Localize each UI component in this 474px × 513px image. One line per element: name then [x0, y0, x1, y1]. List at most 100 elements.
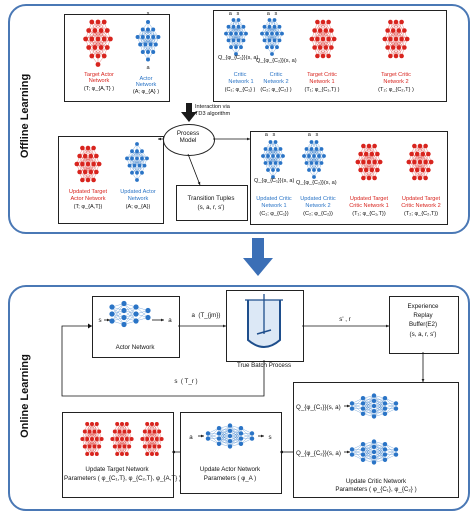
updated-critic2-network-node — [309, 147, 314, 151]
updated-critic1-network-edge — [267, 162, 281, 171]
updated-target-actor-network-node — [94, 169, 99, 175]
updated-target-critic2-network-edge — [411, 145, 426, 155]
update-target-network-3-node — [150, 422, 154, 426]
online-actor-network-edge — [111, 310, 125, 322]
update-actor-right-arrow-head — [261, 434, 264, 438]
updated-target-critic2-network-node — [420, 167, 426, 173]
online-critic2-network-node — [360, 442, 366, 447]
updated-target-actor-network-node — [91, 161, 96, 167]
updated-target-critic1-network-node — [366, 175, 372, 181]
updated-critic2-network-node — [309, 161, 314, 165]
online-critic1-network-edge — [351, 398, 364, 409]
update-target-network-3-node — [159, 437, 164, 441]
updated-actor-network-node — [140, 149, 144, 154]
update-target-network-2-edge — [119, 438, 132, 447]
actor-network-input-s: s — [98, 317, 102, 324]
online-actor-network-edge — [111, 303, 125, 322]
online-critic2-network-node — [360, 452, 366, 457]
updated-target-critic1-network-node — [369, 167, 375, 173]
update-actor-network-node — [227, 433, 233, 439]
target-critic2-network-node — [382, 36, 388, 42]
updated-target-critic1-network-node — [369, 151, 375, 157]
critic2-network-node — [270, 52, 274, 56]
update-target-network-3-node — [157, 444, 162, 449]
target-actor-network-node — [95, 53, 101, 59]
updated-critic2-network-node — [319, 147, 324, 151]
update-target-network-1-node — [82, 444, 87, 449]
update-target-network-1-node — [90, 437, 94, 441]
critic2-network-edge — [266, 40, 280, 48]
updated-target-critic2-network-edge — [414, 153, 429, 163]
updated-critic2-network-node — [304, 147, 309, 151]
update-actor-network-edge — [218, 430, 231, 444]
target-critic2-network-node — [399, 19, 404, 25]
target-actor-network-node — [89, 53, 95, 59]
updated-target-critic1-network-node — [372, 143, 377, 149]
update-target-network-1-node — [90, 422, 94, 426]
updated-actor-network-node — [137, 163, 142, 168]
experience-replay-buffer-box — [389, 296, 459, 354]
update-actor-network-node — [249, 436, 255, 441]
online-critic1-network-node — [393, 401, 399, 406]
update-target-network-3-node — [154, 422, 159, 426]
update-target-network-2-node — [124, 422, 129, 426]
update-target-network-1-node — [85, 452, 90, 456]
target-critic1-network-node — [315, 36, 320, 42]
updated-target-actor-caption-1: Updated Target — [68, 189, 108, 195]
online-critic2-network-node — [371, 444, 377, 449]
update-actor-network-node — [238, 441, 244, 446]
update-target-network-1-node — [87, 429, 92, 434]
target-actor-network-node — [101, 36, 107, 42]
target-actor-network-edge — [91, 30, 108, 40]
online-critic1-network-edge — [373, 398, 386, 417]
update-actor-network-node — [205, 436, 211, 441]
critic2-network-node — [267, 18, 272, 22]
critic1-caption-1: Critic — [233, 72, 247, 78]
critic1-network-node — [236, 24, 241, 29]
update-target-network-2-edge — [117, 446, 130, 455]
online-critic1-q: Q_{φ_{C₁}}(s, a) — [296, 404, 341, 411]
target-critic1-network-node — [317, 28, 323, 33]
update-target-network-2-node — [124, 437, 129, 441]
update-target-network-3-edge — [142, 431, 155, 440]
target-critic2-network-edge — [390, 47, 405, 57]
transition-tuples-box — [176, 185, 248, 221]
updated-critic2-network-edge — [303, 148, 322, 157]
updated-critic1-network-node — [263, 161, 268, 165]
updated-critic1-q: Q_{φ_{C₁}}(s, a) — [254, 178, 295, 184]
updated-target-critic1-network-node — [377, 159, 383, 165]
updated-actor-network-node — [132, 163, 137, 168]
critic1-network-node — [231, 18, 236, 22]
critic2-caption-1: Critic — [269, 72, 283, 78]
update-critic-label-1: Update Critic Network — [345, 478, 407, 485]
updated-critic1-network-node — [281, 154, 285, 158]
transition-tuples-label-1: Transition Tuples — [187, 195, 235, 202]
critic1-network-edge — [228, 33, 247, 41]
update-target-network-3-node — [154, 437, 159, 441]
target-critic1-network-edge — [314, 21, 329, 31]
actor-network-output-a: a — [168, 317, 172, 324]
action-arrow-label: a (T_{jm}) — [191, 312, 221, 319]
updated-target-critic1-network-node — [363, 167, 369, 173]
updated-critic2-network-node — [304, 161, 309, 165]
critic2-network-node — [267, 38, 272, 43]
critic2-network-edge — [264, 19, 275, 27]
target-critic2-network-node — [396, 45, 402, 50]
online-critic2-network-node — [382, 452, 388, 457]
update-target-network-2-node — [112, 444, 117, 449]
process-to-critic-arrow-head — [247, 137, 250, 141]
updated-target-critic2-caption-1: Updated Target — [401, 196, 441, 202]
critic1-network-edge — [225, 26, 239, 34]
online-actor-network-edge — [123, 313, 137, 325]
updated-actor-network-node — [125, 156, 129, 161]
critic2-caption-2: Network 2 — [263, 79, 289, 85]
critic1-caption-2: Network 1 — [228, 79, 254, 85]
updated-target-critic1-network-edge — [357, 153, 378, 163]
update-target-network-2-node — [127, 429, 132, 434]
updated-actor-network-edge — [131, 165, 145, 173]
actor-network-node — [151, 27, 156, 32]
actor-caption-1: Actor — [139, 76, 153, 82]
updated-target-critic2-network-node — [417, 175, 423, 181]
critic1-network-node — [234, 52, 238, 56]
state-feedback-label: s ( T_r ) — [174, 378, 198, 385]
